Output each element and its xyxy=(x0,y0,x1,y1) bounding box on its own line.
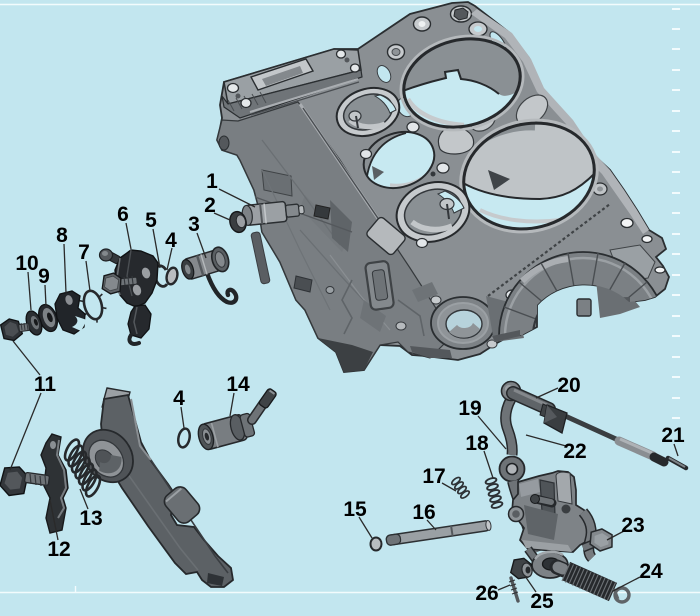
svg-text:2: 2 xyxy=(204,194,216,217)
svg-text:4: 4 xyxy=(165,229,177,252)
svg-text:21: 21 xyxy=(661,424,685,447)
svg-text:6: 6 xyxy=(117,203,129,226)
svg-text:3: 3 xyxy=(188,213,200,236)
svg-text:16: 16 xyxy=(412,501,435,524)
svg-text:19: 19 xyxy=(458,397,481,420)
svg-text:20: 20 xyxy=(557,374,580,397)
svg-text:1: 1 xyxy=(206,170,218,193)
svg-text:17: 17 xyxy=(422,465,445,488)
svg-text:26: 26 xyxy=(475,582,498,605)
svg-text:9: 9 xyxy=(38,265,50,288)
svg-text:4: 4 xyxy=(173,387,185,410)
svg-text:10: 10 xyxy=(15,252,38,275)
svg-text:22: 22 xyxy=(563,440,586,463)
svg-text:13: 13 xyxy=(79,507,102,530)
svg-text:11: 11 xyxy=(34,373,57,396)
svg-text:7: 7 xyxy=(78,241,90,264)
svg-text:18: 18 xyxy=(465,432,489,455)
svg-text:23: 23 xyxy=(621,514,644,537)
svg-text:15: 15 xyxy=(343,498,367,521)
svg-text:25: 25 xyxy=(530,590,554,613)
svg-text:14: 14 xyxy=(226,373,250,396)
svg-text:8: 8 xyxy=(56,224,68,247)
svg-text:12: 12 xyxy=(47,538,70,561)
svg-text:24: 24 xyxy=(639,560,663,583)
svg-text:5: 5 xyxy=(145,209,157,232)
